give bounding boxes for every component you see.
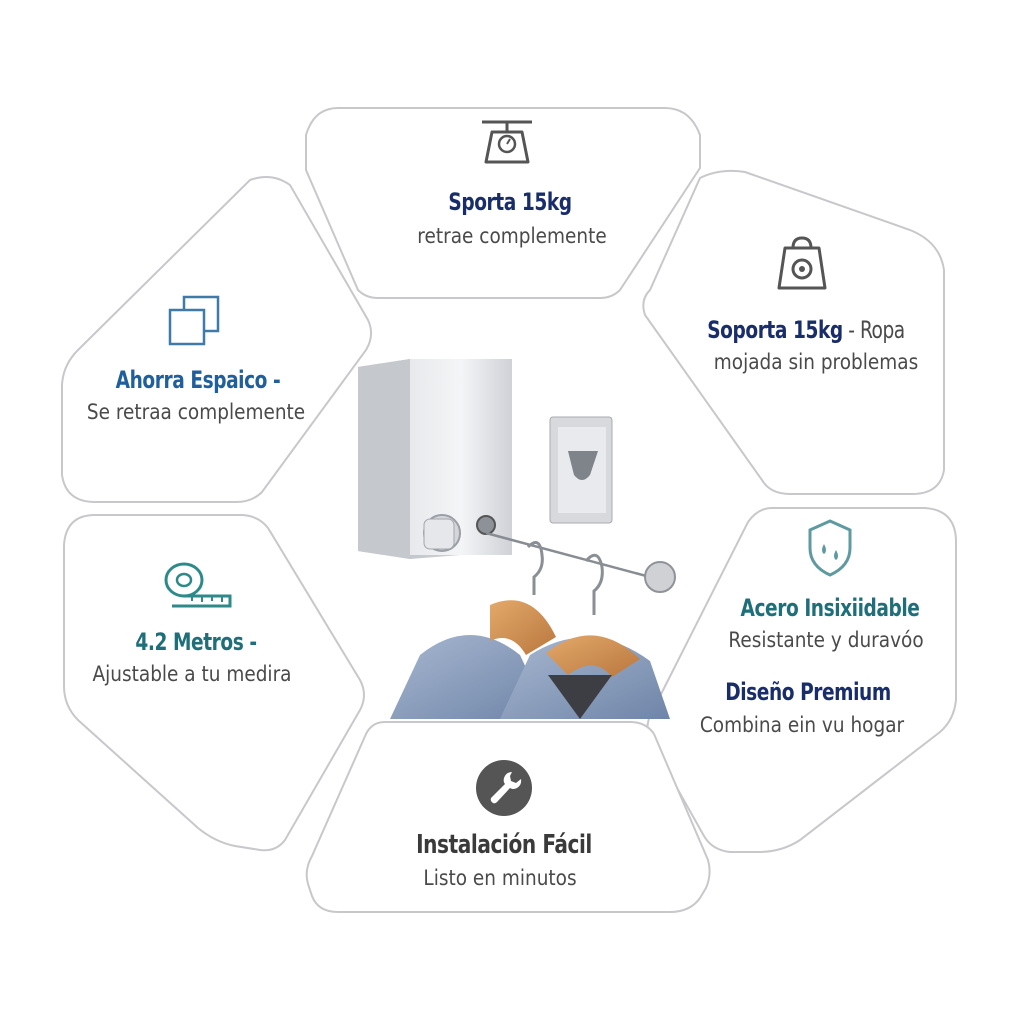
weight-icon [775, 234, 829, 292]
panel-bottom-subtitle: Listo en minutos [423, 866, 577, 890]
panel-bottom-shape [305, 721, 711, 913]
panel-top-right-shape [642, 169, 945, 495]
panel-right-bottom-title: Acero Insixiidable [740, 594, 920, 622]
panel-left-top-subtitle: Se retraa complemente [86, 400, 306, 424]
panel-left-top-shape [61, 175, 372, 503]
scale-icon [478, 118, 536, 168]
panel-top-subtitle: retrae complemente [417, 224, 607, 248]
panel-bottom-title: Instalación Fácil [416, 830, 592, 860]
panel-left-bottom-title: 4.2 Metros - [135, 628, 257, 656]
panel-right-bottom-subtitle2: Combina ein vu hogar [699, 713, 905, 737]
panel-top-title: Sporta 15kg [448, 188, 572, 216]
panel-right-bottom-title2: Diseño Premium [725, 678, 891, 706]
hanger-right [546, 635, 640, 677]
product-image [358, 359, 676, 719]
squares-icon [166, 294, 224, 348]
wrench-icon [474, 758, 534, 818]
panel-top-right-subtitle: mojada sin problemas [713, 350, 919, 374]
hanger-left [490, 600, 556, 655]
panel-right-bottom-subtitle: Resistante y duravóo [728, 628, 924, 652]
panel-left-bottom-shape [63, 514, 365, 852]
panel-top-right-title-dash: - Ropa [842, 316, 905, 344]
panel-left-bottom-subtitle: Ajustable a tu medira [92, 662, 292, 686]
shield-drops-icon [806, 518, 854, 578]
wall-hook [549, 416, 613, 524]
panel-top-right-title: Soportа 15kg [707, 316, 843, 344]
panel-top-right-title-line: Soportа 15kg - Ropa [707, 316, 905, 344]
tape-measure-icon [162, 560, 234, 610]
retractable-box [358, 359, 512, 559]
panel-left-top-title: Ahorra Espaico - [115, 366, 281, 394]
panel-top-shape [305, 107, 701, 299]
